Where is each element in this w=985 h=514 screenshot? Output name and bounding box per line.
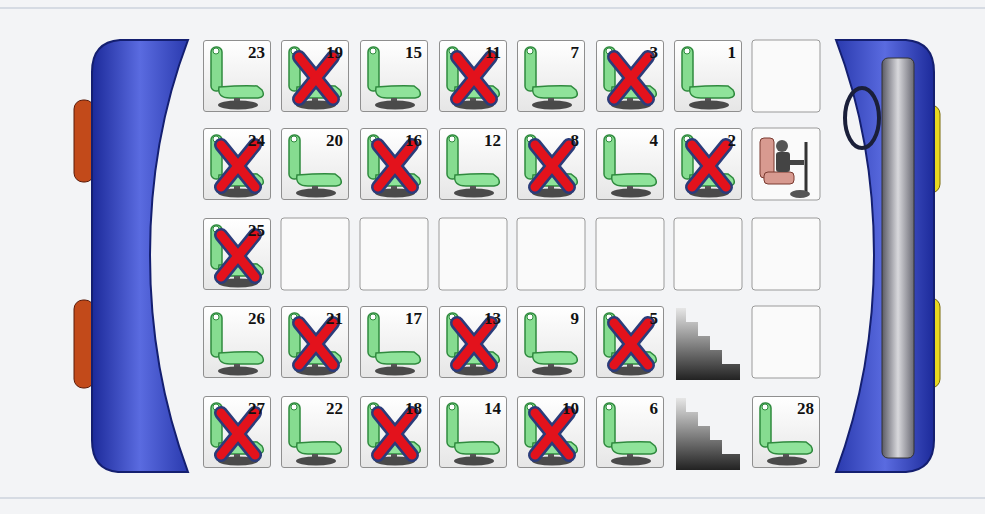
empty-cell	[281, 218, 349, 290]
seat: 16	[360, 128, 428, 200]
seat: 5	[596, 306, 664, 378]
seat-number: 19	[326, 43, 343, 62]
empty-cell	[596, 218, 664, 290]
seat-number: 14	[484, 399, 501, 418]
seat-number: 10	[562, 399, 579, 418]
booked-mark	[535, 413, 569, 455]
seat: 24	[203, 128, 271, 200]
booked-mark	[221, 235, 255, 277]
chair-icon	[604, 403, 656, 466]
seat: 25	[203, 218, 271, 290]
booked-mark	[378, 145, 412, 187]
seat: 2	[674, 128, 742, 200]
seat-number: 9	[571, 309, 580, 328]
seat-number: 4	[650, 131, 659, 150]
empty-cells	[281, 40, 820, 378]
booked-mark	[457, 57, 491, 99]
seat: 17	[360, 306, 428, 378]
seat: 6	[596, 396, 664, 468]
seat-number: 28	[797, 399, 814, 418]
seat-number: 18	[405, 399, 422, 418]
seat-number: 12	[484, 131, 501, 150]
seat-number: 13	[484, 309, 501, 328]
seat-number: 2	[728, 131, 737, 150]
seat: 4	[596, 128, 664, 200]
seat-number: 26	[248, 309, 265, 328]
booked-mark	[692, 145, 726, 187]
seat-number: 20	[326, 131, 343, 150]
booked-mark	[378, 413, 412, 455]
seat: 14	[439, 396, 507, 468]
chair-icon	[525, 135, 577, 198]
seat: 28	[752, 396, 820, 468]
chair-icon	[682, 135, 734, 198]
booked-mark	[457, 323, 491, 365]
seat-number: 1	[728, 43, 737, 62]
booked-mark	[221, 413, 255, 455]
seat: 11	[439, 40, 507, 112]
seat-number: 8	[571, 131, 580, 150]
seat: 15	[360, 40, 428, 112]
empty-cell	[752, 40, 820, 112]
stairs	[676, 308, 740, 470]
seat-number: 25	[248, 221, 265, 240]
seat: 21	[281, 306, 349, 378]
seat-number: 3	[650, 43, 659, 62]
booked-mark	[299, 57, 333, 99]
seat: 26	[203, 306, 271, 378]
seat-number: 11	[485, 43, 501, 62]
seat: 9	[517, 306, 585, 378]
chair-icon	[525, 47, 577, 110]
seat-number: 7	[571, 43, 580, 62]
seat-number: 6	[650, 399, 659, 418]
seat: 27	[203, 396, 271, 468]
seat-number: 5	[650, 309, 659, 328]
seat: 22	[281, 396, 349, 468]
seat: 1	[674, 40, 742, 112]
seat: 10	[517, 396, 585, 468]
bus-rear	[92, 40, 188, 472]
seat: 8	[517, 128, 585, 200]
booked-mark	[614, 323, 648, 365]
seat-number: 24	[248, 131, 265, 150]
seat: 3	[596, 40, 664, 112]
booked-mark	[221, 145, 255, 187]
driver-icon	[752, 128, 820, 200]
seat: 20	[281, 128, 349, 200]
windshield	[882, 58, 914, 458]
seat-number: 27	[248, 399, 265, 418]
seat-number: 22	[326, 399, 343, 418]
seat: 19	[281, 40, 349, 112]
empty-cell	[439, 218, 507, 290]
seat-number: 16	[405, 131, 422, 150]
seat-number: 23	[248, 43, 265, 62]
seat-number: 15	[405, 43, 422, 62]
seat: 23	[203, 40, 271, 112]
seat-number: 17	[405, 309, 422, 328]
booked-mark	[535, 145, 569, 187]
booked-mark	[614, 57, 648, 99]
seat-number: 21	[326, 309, 343, 328]
top-rule	[0, 7, 985, 9]
seat: 12	[439, 128, 507, 200]
chair-icon	[525, 313, 577, 376]
empty-cell	[517, 218, 585, 290]
empty-cell	[674, 218, 742, 290]
chair-icon	[604, 47, 656, 110]
chair-icon	[604, 135, 656, 198]
seat: 13	[439, 306, 507, 378]
steering-wheel	[845, 88, 879, 148]
seat: 18	[360, 396, 428, 468]
empty-cell	[360, 218, 428, 290]
empty-cell	[752, 306, 820, 378]
bottom-rule	[0, 497, 985, 499]
booked-mark	[299, 323, 333, 365]
bus-front	[836, 40, 934, 472]
seat: 7	[517, 40, 585, 112]
chair-icon	[682, 47, 734, 110]
empty-cell	[752, 218, 820, 290]
chair-icon	[604, 313, 656, 376]
